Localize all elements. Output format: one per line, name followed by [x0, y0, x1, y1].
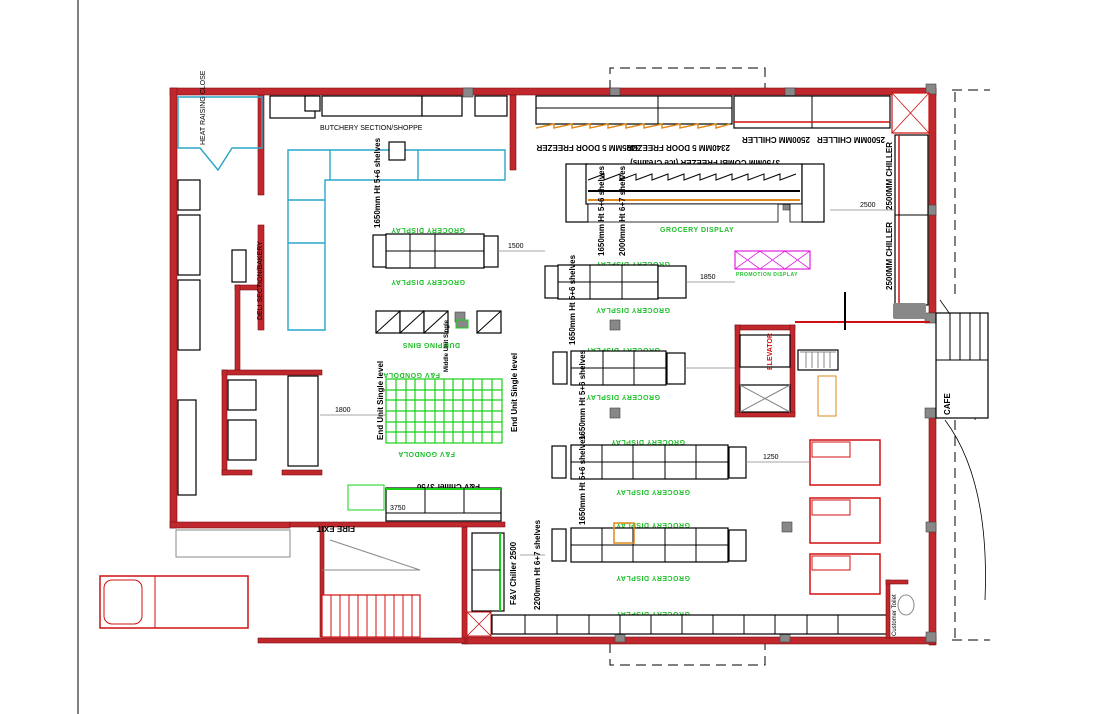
height-note: 1650mm Ht 5+6 shelves	[597, 165, 606, 256]
fv-chiller-2500: F&V Chiller 2500	[466, 532, 518, 637]
dimension-label: 3750	[390, 505, 406, 512]
cafe-entrance: CAFE	[935, 312, 989, 419]
grocery-display-label: GROCERY DISPLAY	[616, 488, 690, 495]
grocery-display-label: GROCERY DISPLAY	[596, 306, 670, 313]
deli-label: DELI SECTION/BAKERY	[257, 241, 264, 320]
fv-chiller-2500-label: F&V Chiller 2500	[509, 541, 518, 605]
grocery-display-label: GROCERY DISPLAY	[391, 278, 465, 285]
freezer-3405-label: 3405MM 5 DOOR FREEZER	[536, 143, 640, 152]
dumping-bins-label: DUMPING BINS	[402, 341, 460, 348]
fv-chiller-3750: F&V Chiller 3750 3750	[347, 482, 502, 522]
dimension-label: 2500	[860, 202, 876, 209]
dimension-label: 1800	[335, 407, 351, 414]
height-note: 1650mm Ht 5+6 shelves	[578, 349, 587, 440]
dumping-bins: DUMPING BINS	[375, 310, 502, 348]
height-note: 1650mm Ht 5+6 shelves	[373, 137, 382, 228]
grocery-display-label: GROCERY DISPLAY	[596, 260, 670, 267]
kitchen-equipment: BUTCHERY SECTION/SHOPPE DELI SECTION/BAK…	[177, 95, 508, 496]
height-note: 2200mm Ht 6+7 shelves	[533, 519, 542, 610]
fv-gondola-label: F&V GONDOLA	[398, 450, 455, 457]
chiller-top-1-label: 2500MM CHILLER	[742, 135, 810, 144]
checkouts	[809, 439, 881, 595]
gondola-4: GROCERY DISPLAY 1650mm Ht 5+6 shelves GR…	[551, 349, 747, 495]
fv-gondola-label: F&V GONDOLA	[383, 371, 440, 378]
butchery-label: BUTCHERY SECTION/SHOPPE	[320, 125, 423, 132]
combi-freezer-label: 3750MM COMBI FREEZER (Ice Creams)	[630, 158, 780, 167]
stairs: FIRE EXIT	[175, 524, 421, 638]
promotion-display: PROMOTION DISPLAY	[734, 250, 811, 278]
gondola-3: GROCERY DISPLAY GROCERY DISPLAY	[552, 346, 686, 400]
height-note: 1650mm Ht 5+6 shelves	[578, 434, 587, 525]
delivery-truck	[99, 575, 249, 629]
chillers-top: 2500MM CHILLER 2500MM CHILLER	[733, 92, 930, 144]
elevator: ELEVATOR	[734, 292, 930, 418]
cafe-label: CAFE	[943, 393, 952, 415]
promotion-display-label: PROMOTION DISPLAY	[736, 272, 798, 278]
chiller-right-2-label: 2500MM CHILLER	[885, 222, 894, 290]
chiller-right-1-label: 2500MM CHILLER	[885, 142, 894, 210]
end-unit-label: End Unit Single level	[510, 353, 519, 432]
grocery-display-label: GROCERY DISPLAY	[611, 438, 685, 445]
elevator-label: ELEVATOR	[767, 333, 774, 370]
gondola-5: GROCERY DISPLAY 1650mm Ht 5+6 shelves GR…	[551, 434, 747, 581]
grocery-display-label: GROCERY DISPLAY	[391, 226, 465, 233]
customer-toilet-label: Customer Toilet	[892, 594, 898, 636]
dimension-label: 1500	[508, 243, 524, 250]
fv-chiller-3750-label: F&V Chiller 3750	[416, 482, 480, 491]
dimension-label: 1850	[700, 274, 716, 281]
prep-area	[287, 141, 506, 331]
freezer-strip-top: 2340MM 5 DOOR FREEZER 3405MM 5 DOOR FREE…	[535, 95, 733, 152]
dimension-label: 1250	[763, 454, 779, 461]
gondola-2: GROCERY DISPLAY GROCERY DISPLAY 1650mm H…	[544, 254, 687, 345]
fire-exit-label: FIRE EXIT	[317, 524, 355, 533]
grocery-display-label: GROCERY DISPLAY	[616, 574, 690, 581]
grocery-display-label: GROCERY DISPLAY	[586, 346, 660, 353]
end-unit-label: End Unit Single level	[376, 361, 385, 440]
cold-room-label: HEAT RAISING CLOSE	[200, 70, 207, 145]
fv-gondola: F&V GONDOLA Middle Unit Single End Unit …	[376, 319, 519, 457]
freezer-2340-label: 2340MM 5 DOOR FREEZER	[626, 143, 730, 152]
structural-columns	[454, 83, 937, 643]
grocery-display-label: GROCERY DISPLAY	[616, 610, 690, 617]
cold-room: HEAT RAISING CLOSE	[177, 70, 263, 172]
middle-unit-label: Middle Unit Single	[444, 319, 450, 372]
grocery-display-label: GROCERY DISPLAY	[660, 227, 734, 234]
height-note: 2000mm Ht 6+7 shelves	[618, 165, 627, 256]
grocery-display-label: GROCERY DISPLAY	[586, 393, 660, 400]
chiller-top-2-label: 2500MM CHILLER	[817, 135, 885, 144]
chiller-right: 2500MM CHILLER 2500MM CHILLER	[885, 134, 929, 306]
gondola-1: GROCERY DISPLAY GROCERY DISPLAY 1650mm H…	[372, 137, 499, 285]
grocery-display-label: GROCERY DISPLAY	[616, 521, 690, 528]
dimension-lines: 1500 2500 1850 1800 1250	[320, 202, 895, 556]
height-note: 1650mm Ht 5+6 shelves	[568, 254, 577, 345]
customer-toilet: Customer Toilet	[885, 579, 915, 639]
combi-freezer: 3750MM COMBI FREEZER (Ice Creams) GROCER…	[565, 158, 825, 256]
